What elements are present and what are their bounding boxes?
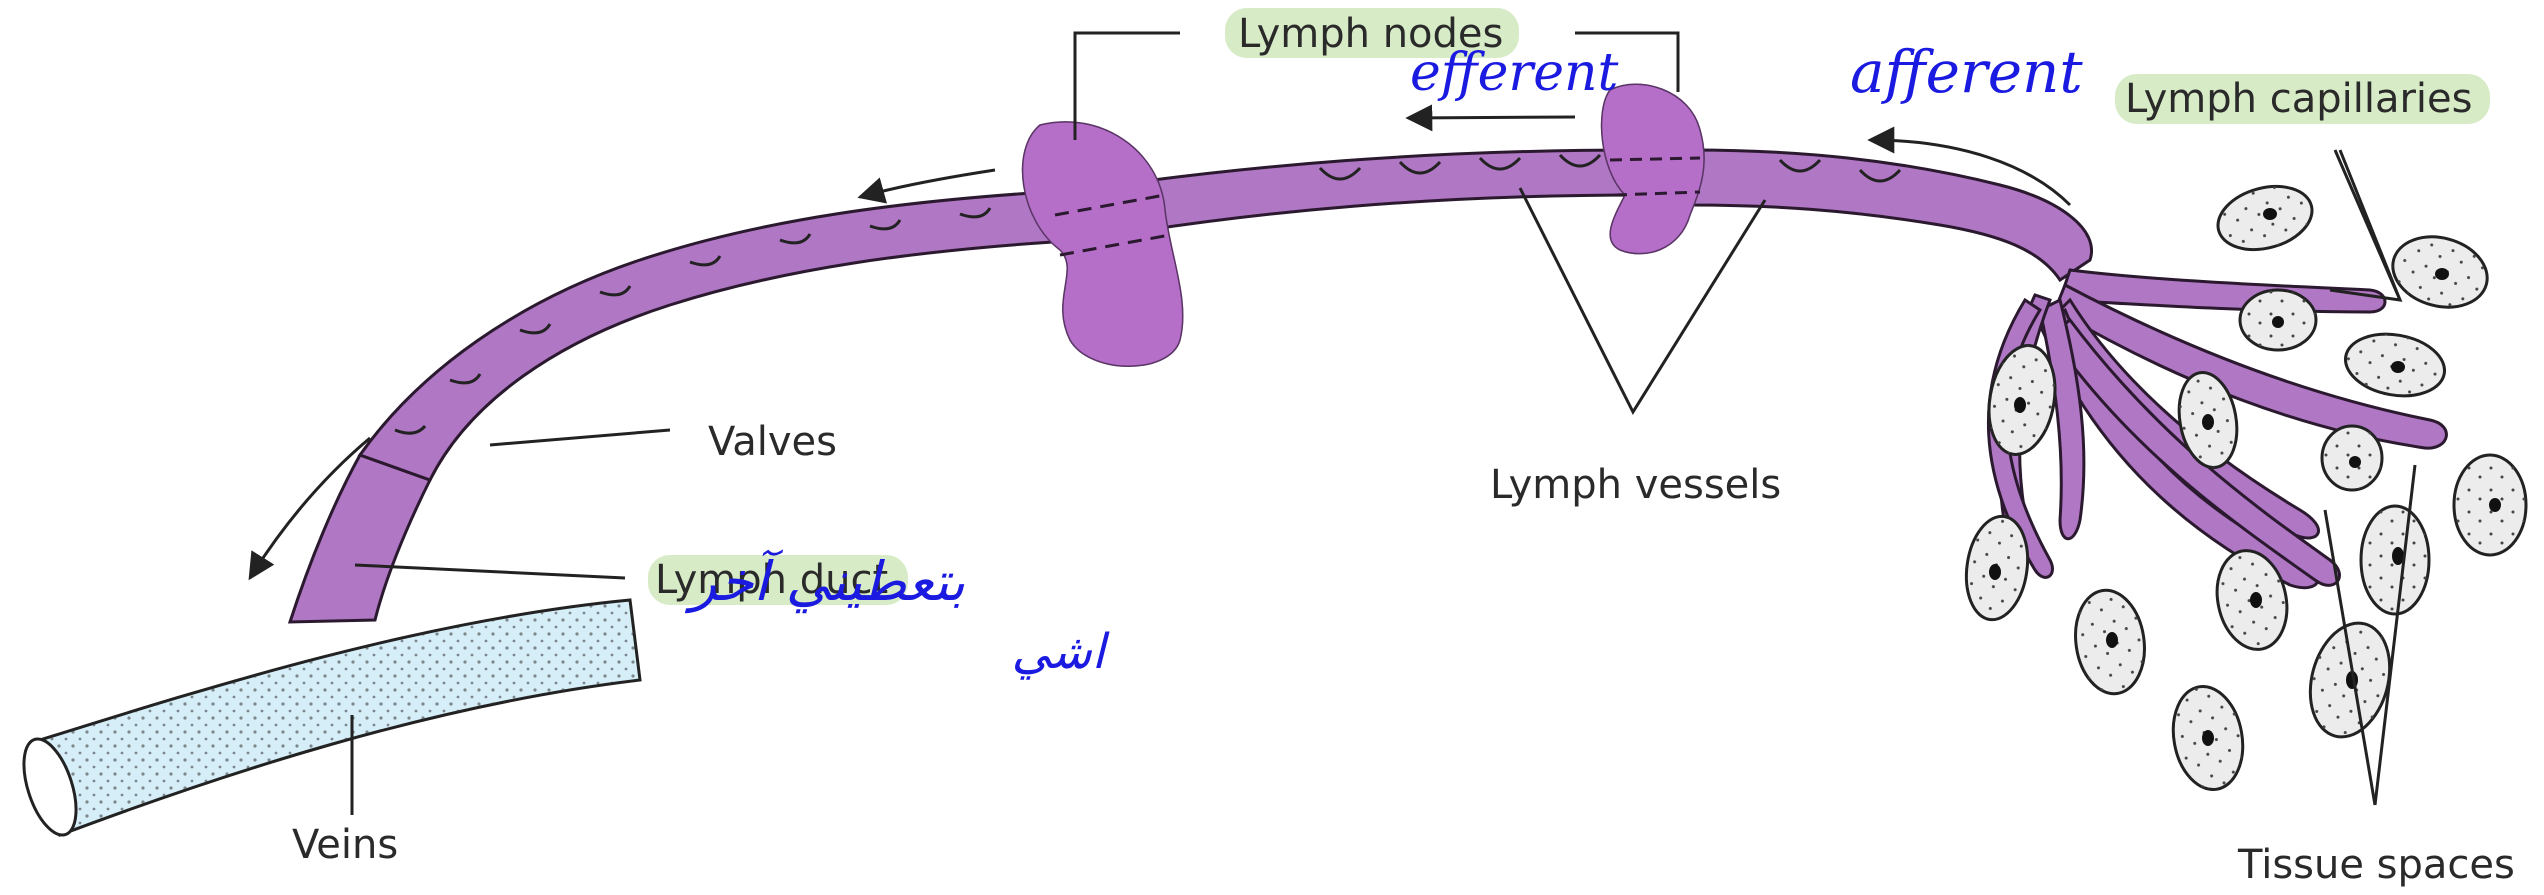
- handwritten-afferent: afferent: [1850, 38, 2083, 106]
- lymph-node-left: [1023, 122, 1183, 366]
- arrow-efferent: [1408, 117, 1575, 118]
- leader-valves: [490, 430, 670, 445]
- tissue-cell: [2385, 227, 2495, 318]
- handwritten-efferent: efferent: [1410, 43, 1619, 103]
- label-valves: Valves: [708, 419, 837, 465]
- label-lymph-capillaries: Lymph capillaries: [2125, 76, 2472, 122]
- tissue-cell: [2322, 426, 2382, 490]
- tissue-cell: [2341, 327, 2450, 403]
- label-veins: Veins: [292, 822, 398, 868]
- tissue-cell: [2240, 290, 2316, 350]
- lymph-node-right: [1602, 84, 1705, 253]
- tissue-cell: [2454, 455, 2526, 555]
- arrow-left-node: [860, 170, 995, 197]
- leader-lymph-nodes: [1075, 33, 1180, 140]
- vein: [14, 600, 640, 841]
- tissue-cell: [2298, 614, 2401, 746]
- label-lymph-vessels: Lymph vessels: [1490, 462, 1781, 508]
- leader-capillaries-2: [2340, 150, 2400, 300]
- label-tissue-spaces: Tissue spaces: [2237, 842, 2515, 888]
- handwritten-arabic-line2: اشي: [1011, 624, 1109, 680]
- leader-lymph-duct: [355, 565, 625, 578]
- lymph-trunk: [290, 150, 2092, 622]
- tissue-cell: [2361, 506, 2429, 614]
- tissue-cell: [2165, 681, 2250, 795]
- handwritten-arabic-line1: بتعطيني آخر: [684, 549, 965, 614]
- tissue-cell: [2069, 586, 2151, 698]
- tissue-cell: [2211, 177, 2319, 260]
